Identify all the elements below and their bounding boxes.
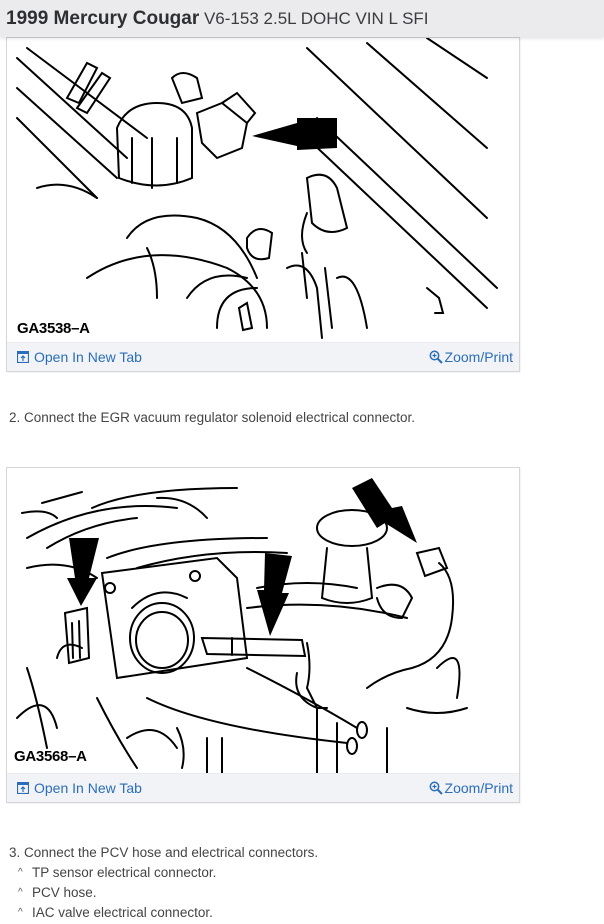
step-3: 3. Connect the PCV hose and electrical c… — [9, 843, 318, 923]
zoom-print-link[interactable]: Zoom/Print — [429, 780, 513, 796]
list-item: ^TP sensor electrical connector. — [9, 863, 318, 883]
step-3-text: 3. Connect the PCV hose and electrical c… — [9, 845, 319, 860]
caret-bullet-icon: ^ — [18, 867, 23, 878]
zoom-print-label: Zoom/Print — [444, 780, 513, 796]
zoom-print-label: Zoom/Print — [444, 349, 513, 365]
open-in-new-tab-label: Open In New Tab — [34, 780, 142, 796]
list-item: ^PCV hose. — [9, 883, 318, 903]
figure-caption: GA3568–A — [14, 748, 87, 765]
figure-toolbar: Open In New Tab Zoom/Print — [7, 342, 519, 371]
engine-spec: V6-153 2.5L DOHC VIN L SFI — [199, 8, 429, 28]
zoom-in-icon — [429, 350, 443, 364]
page-header: 1999 Mercury Cougar V6-153 2.5L DOHC VIN… — [0, 0, 604, 37]
figure-toolbar: Open In New Tab Zoom/Print — [7, 773, 519, 802]
zoom-print-link[interactable]: Zoom/Print — [429, 349, 513, 365]
figure-caption: GA3538–A — [17, 320, 90, 337]
list-item: ^IAC valve electrical connector. — [9, 903, 318, 923]
page-title: 1999 Mercury Cougar V6-153 2.5L DOHC VIN… — [6, 8, 429, 30]
open-new-tab-icon — [17, 351, 29, 363]
step-2-text: 2. Connect the EGR vacuum regulator sole… — [9, 410, 415, 425]
open-new-tab-icon — [17, 782, 29, 794]
open-in-new-tab-link[interactable]: Open In New Tab — [17, 349, 142, 365]
vehicle-name: 1999 Mercury Cougar — [6, 7, 200, 29]
figure-ga3538: GA3538–A Open In New Tab Zoom/Print — [6, 37, 520, 372]
zoom-in-icon — [429, 781, 443, 795]
figure-ga3568: GA3568–A Open In New Tab Zoom/Print — [6, 467, 520, 803]
diagram-image[interactable]: GA3568–A — [7, 468, 519, 773]
open-in-new-tab-label: Open In New Tab — [34, 349, 142, 365]
open-in-new-tab-link[interactable]: Open In New Tab — [17, 780, 142, 796]
caret-bullet-icon: ^ — [18, 887, 23, 898]
diagram-image[interactable]: GA3538–A — [7, 38, 519, 342]
caret-bullet-icon: ^ — [18, 907, 23, 918]
